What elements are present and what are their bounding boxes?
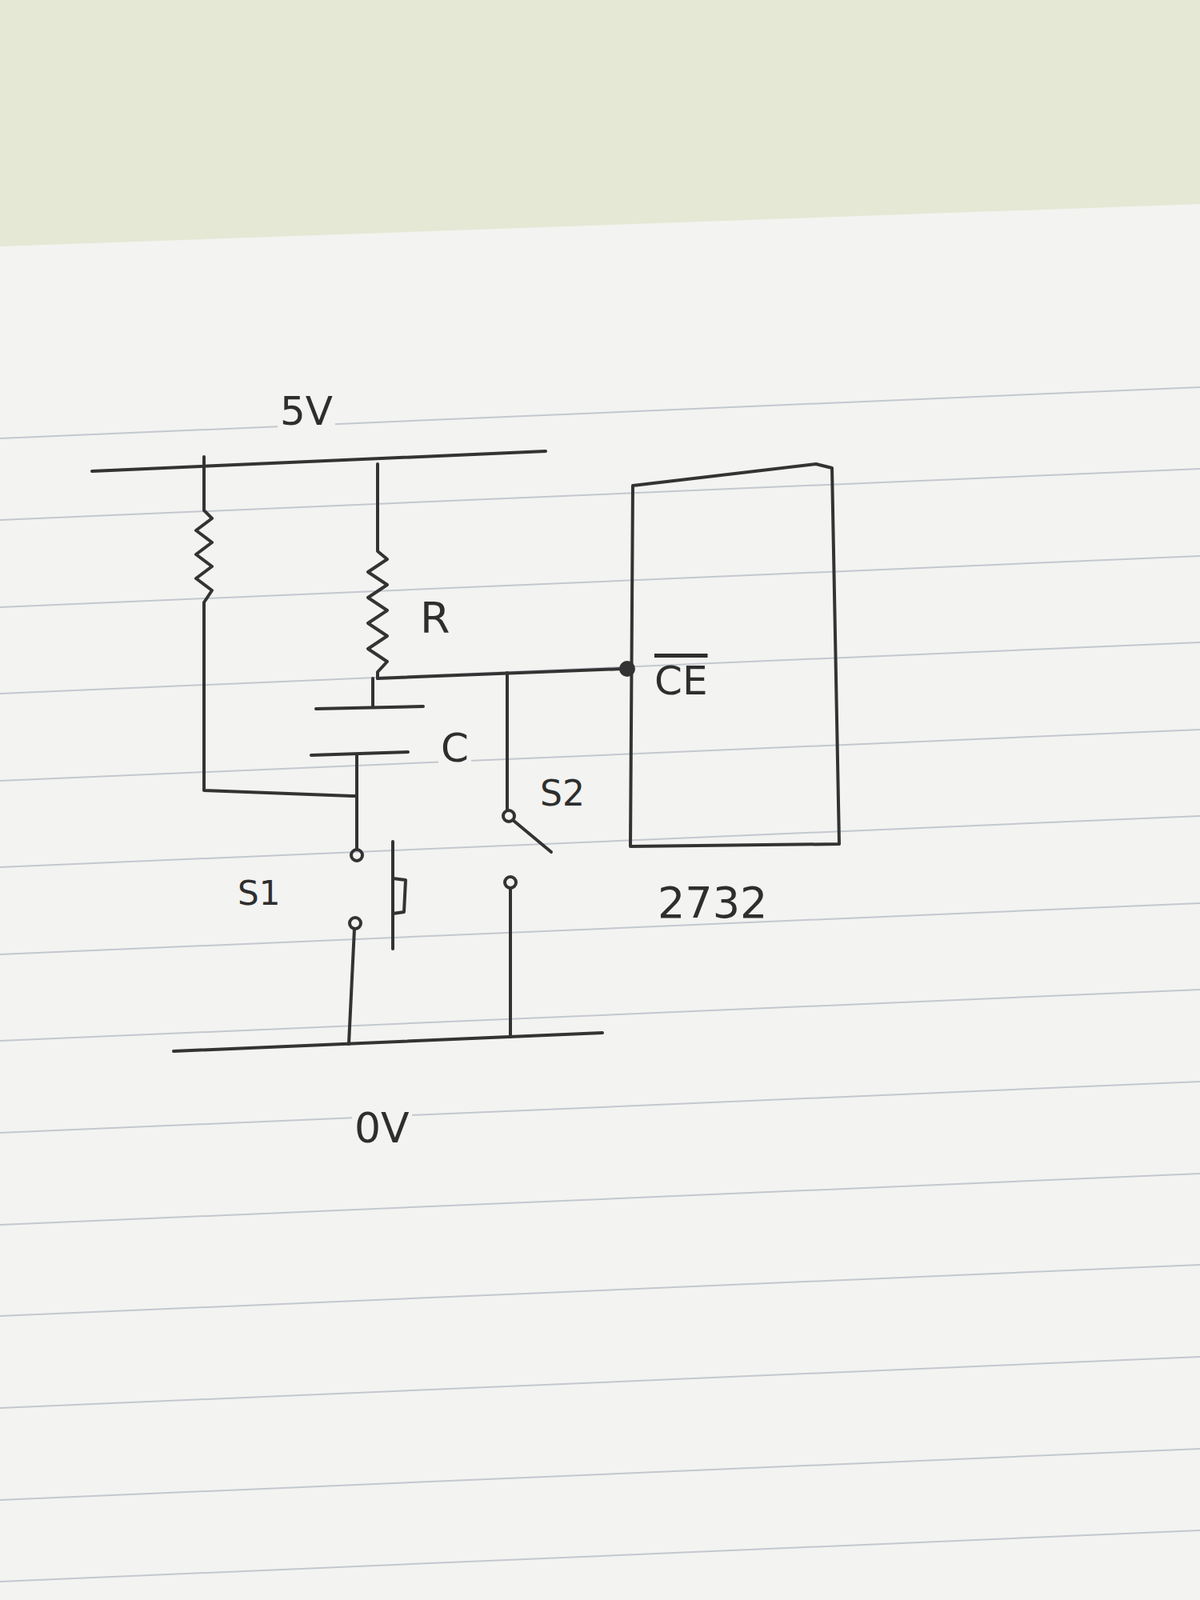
wire [508, 888, 512, 1037]
ruled-lines [0, 387, 1200, 1582]
component-label: R [417, 596, 453, 640]
desk-surface [0, 0, 1200, 247]
pin-dot [619, 660, 636, 677]
chip-part-number: 2732 [657, 881, 768, 925]
switch-label: S1 [235, 876, 283, 911]
wire [371, 678, 375, 708]
supply-rail [92, 451, 546, 472]
switch-lever [512, 820, 552, 852]
component-label: C [438, 728, 472, 768]
switch-label: S2 [537, 776, 588, 812]
chip-box: CE2732 [630, 464, 842, 847]
wire [355, 755, 359, 850]
switch-contact [351, 849, 363, 861]
switch-contact [504, 876, 516, 888]
supply-label: 5V [277, 391, 336, 432]
resistor-symbol [196, 456, 357, 796]
switch-contact [503, 810, 515, 822]
wire [348, 928, 355, 1044]
wire [377, 668, 623, 679]
switch-contact [349, 917, 361, 929]
resistor-symbol [368, 464, 388, 679]
push-button-flag [392, 878, 406, 914]
ground-rail [173, 1032, 603, 1052]
capacitor-plate [311, 752, 408, 756]
chip-outline [630, 464, 842, 847]
pin-name: CE [654, 656, 708, 701]
ground-label: 0V [352, 1107, 412, 1149]
wire [505, 672, 509, 811]
push-button-bar [391, 841, 395, 949]
capacitor-plate [316, 706, 424, 709]
chip-outline-path [630, 464, 840, 847]
